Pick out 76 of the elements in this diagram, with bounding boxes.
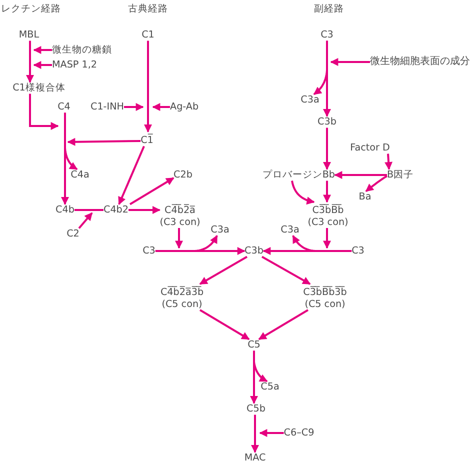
molecule-label: C1様複合体: [12, 82, 66, 94]
molecule-label: C3: [142, 245, 156, 257]
arrow: [313, 40, 328, 96]
molecule-label: Factor D: [350, 142, 390, 154]
complex-label: C3̅b̅B̅b̅: [311, 203, 345, 216]
arrow: [251, 414, 259, 454]
molecule-label: C2b: [174, 169, 192, 181]
arrow: [259, 429, 284, 437]
molecule-label: C4: [58, 101, 70, 113]
arrow: [67, 138, 141, 146]
molecule-label: C3: [352, 245, 364, 257]
complex-note: (C5 con): [160, 298, 204, 310]
arrow: [365, 175, 388, 192]
arrow: [384, 154, 393, 170]
arrow: [334, 171, 387, 179]
arrow: [128, 206, 160, 214]
molecule-label: C6–C9: [284, 427, 314, 439]
arrow: [253, 350, 268, 382]
molecule-label: C1: [142, 29, 154, 41]
molecule-label: C5: [248, 339, 260, 351]
arrow: [144, 40, 152, 133]
molecule-label: MASP 1,2: [52, 59, 98, 71]
molecule-label: C5a: [260, 381, 280, 393]
arrow: [118, 146, 145, 205]
molecule-label: C1̅: [140, 132, 154, 146]
complex-label: C4̅b̅2̅a̅3̅b̅: [160, 285, 204, 298]
arrow: [323, 228, 331, 249]
arrow: [129, 177, 174, 206]
arrow: [78, 212, 93, 229]
molecule-label: 微生物の糖鎖: [52, 44, 112, 56]
molecule-label: C4a: [70, 169, 90, 181]
molecule-label: C3b: [244, 245, 264, 257]
arrow: [323, 180, 331, 203]
complex-note: (C3 con): [308, 216, 348, 228]
molecule-label: C5b: [246, 403, 266, 415]
arrow: [124, 103, 144, 111]
arrow: [29, 94, 59, 130]
molecule-label: C3a: [280, 224, 300, 236]
pathway-title: 副経路: [314, 3, 344, 15]
arrow: [292, 235, 352, 252]
arrow: [258, 309, 309, 340]
molecule-label: プロバージンBb: [262, 169, 335, 181]
connector-line: [74, 209, 104, 211]
arrow: [33, 61, 52, 69]
molecule-label: C3a: [300, 94, 320, 106]
pathway-title: 古典経路: [128, 3, 168, 15]
arrow: [26, 40, 34, 84]
molecule-label: MBL: [18, 29, 40, 41]
arrow: [199, 309, 250, 340]
complex-note: (C3 con): [160, 216, 200, 228]
arrow: [175, 228, 183, 249]
arrow: [199, 256, 248, 285]
arrow: [262, 256, 311, 285]
arrow: [323, 128, 331, 170]
molecule-label: Ag-Ab: [170, 101, 199, 113]
complex-label: C4̅b̅2̅a̅: [164, 203, 196, 216]
complex-note: (C5 con): [304, 298, 346, 310]
arrow: [291, 180, 315, 205]
molecule-label: C4b2: [104, 204, 128, 216]
molecule-label: C4b: [56, 204, 74, 216]
molecule-label: C3b: [318, 116, 336, 128]
complex-label: C3̅b̅B̅b̅3̅b̅: [303, 285, 347, 298]
molecule-label: C3a: [210, 224, 230, 236]
molecule-label: C1-INH: [90, 101, 124, 113]
arrow: [33, 46, 52, 54]
molecule-label: C3: [320, 29, 334, 41]
arrow: [330, 58, 370, 66]
molecule-label: B因子: [387, 169, 414, 181]
arrow: [155, 235, 218, 252]
molecule-label: 微生物細胞表面の成分: [370, 56, 470, 68]
molecule-label: MAC: [244, 452, 266, 464]
arrow: [64, 112, 78, 170]
molecule-label: Ba: [358, 191, 372, 203]
pathway-title: レクチン経路: [1, 3, 61, 15]
arrow: [152, 103, 170, 111]
molecule-label: C2: [66, 228, 80, 240]
